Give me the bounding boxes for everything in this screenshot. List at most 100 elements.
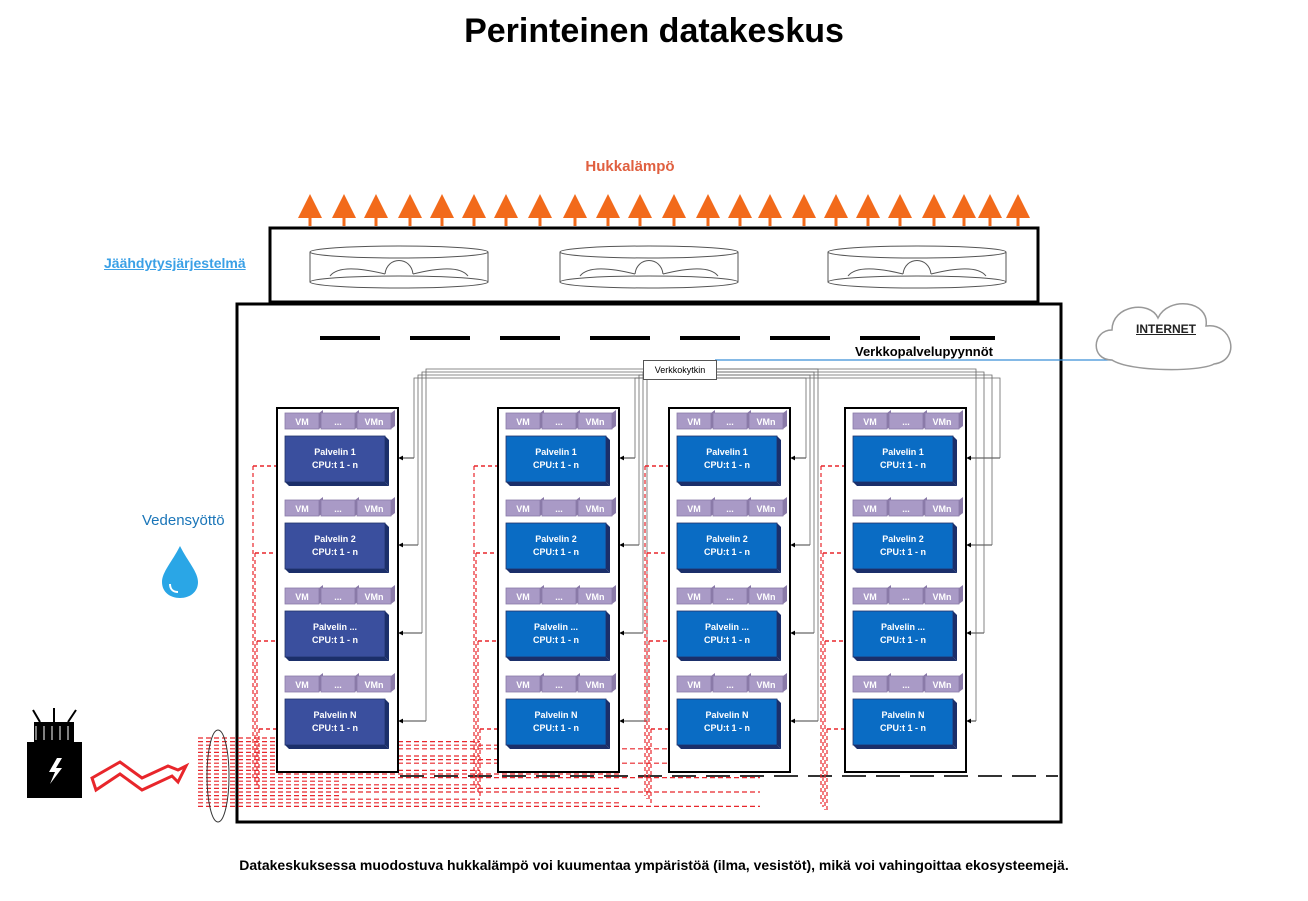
vm-box: ... — [541, 585, 580, 605]
vm-label: ... — [334, 680, 342, 690]
vm-label: VM — [295, 417, 309, 427]
vm-label: VMn — [586, 504, 605, 514]
server: Palvelin ...CPU:t 1 - n — [505, 610, 610, 661]
vm-box: ... — [712, 585, 751, 605]
vm-box: VM — [852, 673, 891, 693]
vm-box: ... — [888, 673, 927, 693]
vm-label: VM — [687, 592, 701, 602]
server-name: Palvelin ... — [881, 622, 925, 632]
vm-box: VMn — [577, 497, 616, 517]
vm-box: VM — [676, 585, 715, 605]
vm-label: ... — [334, 504, 342, 514]
vm-box: VM — [676, 673, 715, 693]
vm-box: VM — [284, 673, 323, 693]
vm-box: VM — [505, 497, 544, 517]
server-name: Palvelin ... — [313, 622, 357, 632]
heat-arrows — [298, 194, 1030, 226]
server-cpu: CPU:t 1 - n — [880, 635, 926, 645]
network-cable — [662, 377, 1001, 458]
power-bundle-marker — [206, 729, 230, 823]
vm-label: ... — [902, 592, 910, 602]
cloud-icon — [1095, 303, 1232, 371]
transformer-icon — [27, 708, 82, 798]
vm-label: ... — [555, 417, 563, 427]
water-drop-highlight — [169, 583, 179, 593]
vm-box: ... — [541, 410, 580, 430]
server-cpu: CPU:t 1 - n — [533, 460, 579, 470]
vm-label: ... — [902, 504, 910, 514]
vm-label: ... — [726, 504, 734, 514]
vm-label: VMn — [933, 592, 952, 602]
vm-box: VMn — [356, 673, 395, 693]
server-cpu: CPU:t 1 - n — [880, 723, 926, 733]
server-name: Palvelin 1 — [535, 447, 577, 457]
water-supply-label: Vedensyöttö — [142, 512, 225, 529]
server-cpu: CPU:t 1 - n — [704, 635, 750, 645]
vm-box: VM — [676, 410, 715, 430]
lightning-icon — [49, 758, 62, 784]
network-cable — [413, 377, 680, 458]
vm-box: VMn — [356, 410, 395, 430]
server-cpu: CPU:t 1 - n — [704, 723, 750, 733]
vm-box: VM — [505, 673, 544, 693]
vm-box: VMn — [748, 585, 787, 605]
server-name: Palvelin ... — [534, 622, 578, 632]
server-name: Palvelin 2 — [882, 534, 924, 544]
vm-label: VM — [516, 592, 530, 602]
server-cpu: CPU:t 1 - n — [533, 723, 579, 733]
server-name: Palvelin N — [705, 710, 748, 720]
server: Palvelin N CPU:t 1 - n — [676, 698, 781, 749]
waste-heat-label: Hukkalämpö — [585, 158, 675, 175]
vm-label: VM — [863, 592, 877, 602]
fan-icon — [559, 245, 739, 289]
vm-label: VM — [516, 417, 530, 427]
vm-box: ... — [888, 410, 927, 430]
page-title: Perinteinen datakeskus — [464, 12, 844, 50]
vm-label: VM — [295, 592, 309, 602]
vm-label: VM — [863, 417, 877, 427]
vm-label: VMn — [365, 592, 384, 602]
server-cpu: CPU:t 1 - n — [312, 547, 358, 557]
vm-box: VM — [505, 410, 544, 430]
server-cpu: CPU:t 1 - n — [312, 723, 358, 733]
server-name: Palvelin 1 — [314, 447, 356, 457]
vm-box: VMn — [577, 673, 616, 693]
vm-box: VMn — [748, 497, 787, 517]
vm-label: VMn — [586, 592, 605, 602]
caption: Datakeskuksessa muodostuva hukkalämpö vo… — [239, 857, 1069, 873]
fans — [309, 245, 1007, 289]
server-name: Palvelin N — [313, 710, 356, 720]
vm-label: ... — [726, 680, 734, 690]
vm-label: VMn — [757, 417, 776, 427]
vm-box: VM — [852, 497, 891, 517]
vm-box: ... — [541, 497, 580, 517]
vm-label: ... — [902, 417, 910, 427]
vm-box: VM — [284, 497, 323, 517]
server: Palvelin ... CPU:t 1 - n — [852, 610, 957, 661]
server-name: Palvelin N — [534, 710, 577, 720]
vm-box: ... — [888, 585, 927, 605]
vm-label: VMn — [933, 504, 952, 514]
vm-label: ... — [726, 592, 734, 602]
web-requests-label: Verkkopalvelupyynnöt — [855, 344, 993, 359]
vm-box: VMn — [924, 673, 963, 693]
water-drop-icon — [162, 546, 198, 598]
vm-label: VMn — [365, 417, 384, 427]
server-cpu: CPU:t 1 - n — [312, 635, 358, 645]
vm-label: VM — [516, 504, 530, 514]
cooling-system-label: Jäähdytysjärjestelmä — [104, 255, 246, 271]
vm-box: VMn — [748, 410, 787, 430]
vm-box: VM — [284, 585, 323, 605]
vm-label: VMn — [757, 680, 776, 690]
fan-icon — [309, 245, 489, 289]
vm-box: ... — [320, 585, 359, 605]
vm-box: VM — [852, 585, 891, 605]
vm-box: ... — [888, 497, 927, 517]
vm-label: ... — [555, 504, 563, 514]
